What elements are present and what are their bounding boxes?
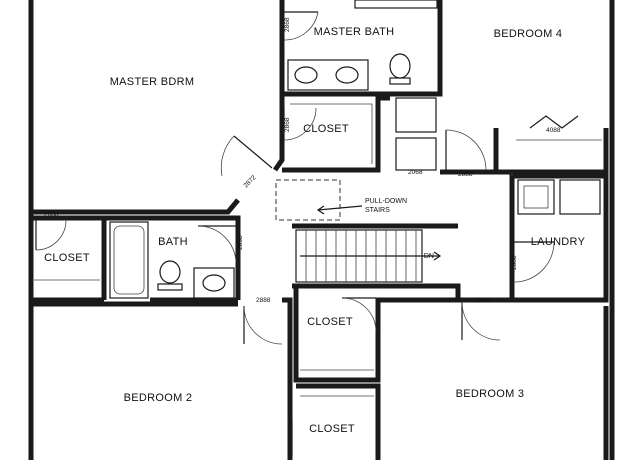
dim-bath-door: 2868	[237, 235, 244, 250]
master-entry-door-swing	[220, 135, 235, 177]
wall-master-east	[272, 0, 285, 172]
master-closet-door-swing	[283, 107, 317, 141]
washer-lid	[523, 185, 549, 209]
closet-mid-door-swing	[341, 297, 377, 331]
pulldown-arrow	[317, 205, 363, 211]
stair-dn-label: DN	[424, 253, 434, 260]
bath-tub	[109, 221, 149, 299]
pulldown-label-2: STAIRS	[365, 207, 390, 214]
label-bedroom3: BEDROOM 3	[456, 388, 525, 400]
dim-laundry: 2888	[511, 255, 518, 270]
walls	[28, 0, 615, 460]
wall-master-diagonal	[31, 198, 240, 215]
pulldown-label-1: PULL-DOWN	[365, 198, 407, 205]
pulldown-stairs-outline	[275, 179, 341, 221]
bath-door-swing	[197, 225, 237, 263]
master-toilet	[389, 53, 411, 79]
wall-bedroom4-closet	[493, 128, 609, 175]
bedroom4-closet-bifold	[529, 115, 579, 129]
bedroom4-door-swing	[445, 129, 487, 171]
label-closet-left: CLOSET	[44, 252, 90, 264]
label-closet-bottom: CLOSET	[309, 423, 355, 435]
dim-bedroom2: 2888	[256, 297, 271, 304]
linen-lower	[395, 137, 437, 171]
wall-bath-top	[31, 215, 241, 300]
room-labels: MASTER BDRM MASTER BATH BEDROOM 4 CLOSET…	[44, 26, 586, 435]
staircase	[295, 229, 442, 283]
label-closet-master: CLOSET	[303, 123, 349, 135]
dim-bedroom3: 2888	[476, 297, 491, 304]
wall-master-closet	[282, 95, 390, 173]
dryer	[559, 179, 601, 215]
label-master-bdrm: MASTER BDRM	[110, 76, 195, 88]
label-bedroom4: BEDROOM 4	[494, 28, 563, 40]
master-vanity	[287, 59, 369, 91]
master-toilet-tank	[389, 77, 411, 85]
bath-toilet	[159, 260, 181, 284]
master-sink-left	[294, 66, 318, 84]
wall-closet-mid	[293, 286, 462, 383]
dim-bedroom4-left: 2068	[408, 169, 423, 176]
laundry-door-swing	[513, 241, 555, 283]
bath-sink	[202, 274, 226, 292]
label-bath: BATH	[158, 236, 188, 248]
wall-bedroom4-bottom	[440, 169, 515, 303]
dim-master-closet-door: 2868	[284, 117, 291, 132]
wall-master-bath	[282, 0, 443, 97]
bedroom3-door-swing	[461, 301, 501, 341]
closet-left-door-swing	[35, 219, 67, 251]
label-master-bath: MASTER BATH	[314, 26, 395, 38]
dim-bedroom4-closet: 4088	[546, 127, 561, 134]
master-sink-right	[335, 66, 359, 84]
washer	[517, 179, 555, 215]
annotations: PULL-DOWN STAIRS DN	[365, 198, 434, 260]
wall-closet-bottom	[296, 383, 381, 460]
master-bath-door-swing	[283, 11, 319, 41]
dim-master-bath-door: 2868	[284, 17, 291, 32]
bath-toilet-tank	[157, 283, 183, 291]
label-bedroom2: BEDROOM 2	[124, 392, 193, 404]
pulldown-arrow-head	[316, 205, 325, 215]
master-entry-door	[233, 135, 273, 169]
master-tub	[354, 0, 438, 9]
dim-bedroom4-right: 2888	[458, 171, 473, 178]
master-closet-shelf	[290, 103, 373, 164]
fixtures	[34, 0, 602, 456]
bath-tub-inner	[113, 225, 145, 295]
dim-closet-left: 2088	[44, 211, 59, 218]
bedroom2-door-swing	[243, 305, 283, 345]
label-closet-mid: CLOSET	[307, 316, 353, 328]
wall-hall-bottom-mid	[282, 297, 293, 460]
linen-upper	[395, 97, 437, 133]
label-laundry: LAUNDRY	[531, 236, 586, 248]
dim-diagonal-door: 2872	[242, 174, 257, 189]
wall-stair-bottom	[292, 283, 461, 300]
bath-vanity	[193, 267, 235, 299]
